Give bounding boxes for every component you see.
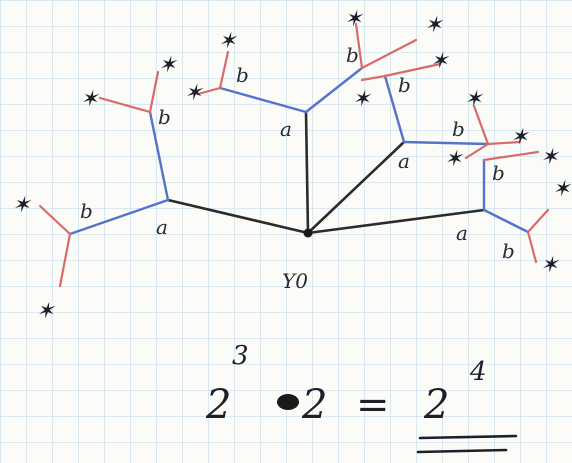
- multiplication-dot: [277, 394, 299, 410]
- root-node: [303, 228, 313, 238]
- node-label-b: b: [492, 161, 505, 185]
- root-edges: [166, 110, 486, 235]
- equation-factor: 2: [301, 382, 327, 428]
- node-label-b: b: [236, 63, 249, 87]
- equals-sign: =: [356, 382, 390, 428]
- underline-2: [416, 448, 508, 454]
- node-label-a: a: [280, 117, 292, 141]
- node-label-b: b: [502, 239, 515, 263]
- leaf-star: ✶: [510, 125, 530, 150]
- leaf-star: ✶: [552, 177, 572, 202]
- equation-exponent-left: 3: [232, 341, 249, 371]
- underline-1: [418, 434, 518, 440]
- node-label-b: b: [80, 199, 93, 223]
- node-label-b: b: [346, 43, 359, 67]
- equation: 2 3 2 = 2 4: [205, 341, 518, 454]
- leaf-star: ✶: [218, 29, 238, 54]
- root-label: Y0: [282, 269, 308, 293]
- node-label-b: b: [452, 117, 465, 141]
- node-label-a: a: [398, 149, 410, 173]
- leaf-star: ✶: [36, 299, 56, 324]
- node-label-b: b: [158, 105, 171, 129]
- leaf-star: ✶: [540, 145, 560, 170]
- leaf-star: ✶: [158, 53, 178, 78]
- leaf-star: ✶: [424, 13, 444, 38]
- equation-base-right: 2: [423, 382, 449, 428]
- leaf-star: ✶: [352, 87, 372, 112]
- blue-edges: [68, 66, 530, 236]
- leaf-star: ✶: [540, 253, 560, 278]
- node-label-b: b: [398, 73, 411, 97]
- equation-base-left: 2: [205, 382, 231, 428]
- leaf-star: ✶: [430, 49, 450, 74]
- leaf-star: ✶: [80, 87, 100, 112]
- leaf-star: ✶: [344, 7, 364, 32]
- leaf-star: ✶: [444, 147, 464, 172]
- node-label-a: a: [456, 221, 468, 245]
- leaf-star: ✶: [184, 81, 204, 106]
- node-label-a: a: [156, 215, 168, 239]
- leaf-star: ✶: [464, 87, 484, 112]
- red-edges: [38, 22, 550, 288]
- equation-exponent-right: 4: [469, 357, 487, 387]
- leaf-star: ✶: [12, 193, 32, 218]
